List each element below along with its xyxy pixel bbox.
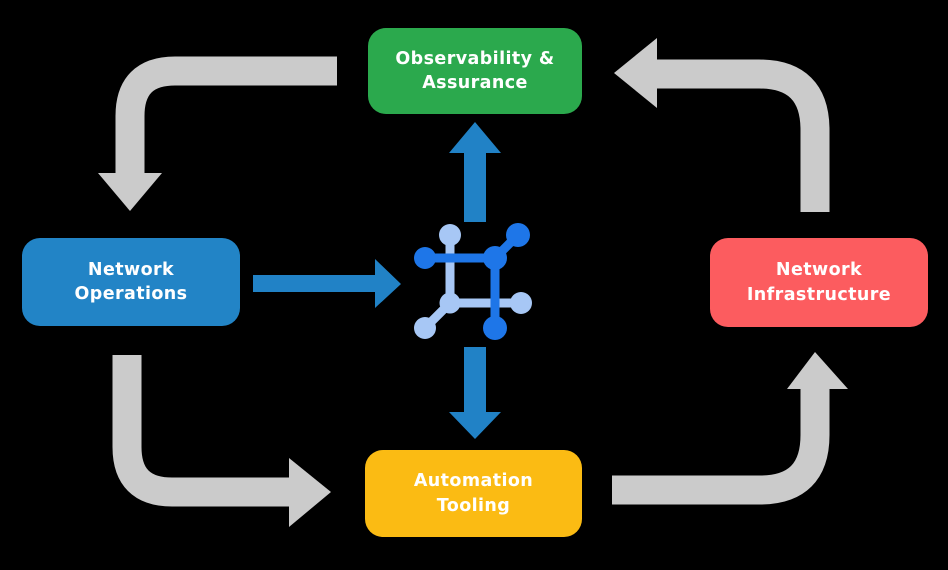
- node-network-operations[interactable]: Network Operations: [22, 238, 240, 326]
- node-network-operations-label: Network Operations: [74, 259, 188, 305]
- node-network-infrastructure[interactable]: Network Infrastructure: [710, 238, 928, 327]
- arrow-center-icon-to-automation-tooling: [449, 347, 501, 439]
- node-automation-tooling-label: Automation Tooling: [413, 471, 534, 516]
- arrow-network-infrastructure-to-observability: [614, 38, 830, 212]
- node-automation-tooling[interactable]: Automation Tooling: [365, 450, 582, 537]
- node-network-infrastructure-label: Network Infrastructure: [746, 260, 892, 305]
- arrow-network-operations-to-center-icon: [253, 259, 401, 308]
- arrow-center-icon-to-observability: [449, 122, 501, 222]
- node-observability-assurance[interactable]: Observability & Assurance: [368, 28, 582, 114]
- node-observability-assurance-label: Observability & Assurance: [395, 48, 555, 94]
- network-automation-icon: [414, 223, 532, 340]
- arrow-network-operations-to-automation-tooling: [112, 355, 331, 527]
- arrow-automation-tooling-to-network-infrastructure: [612, 352, 848, 505]
- arrow-observability-to-network-operations: [98, 56, 337, 211]
